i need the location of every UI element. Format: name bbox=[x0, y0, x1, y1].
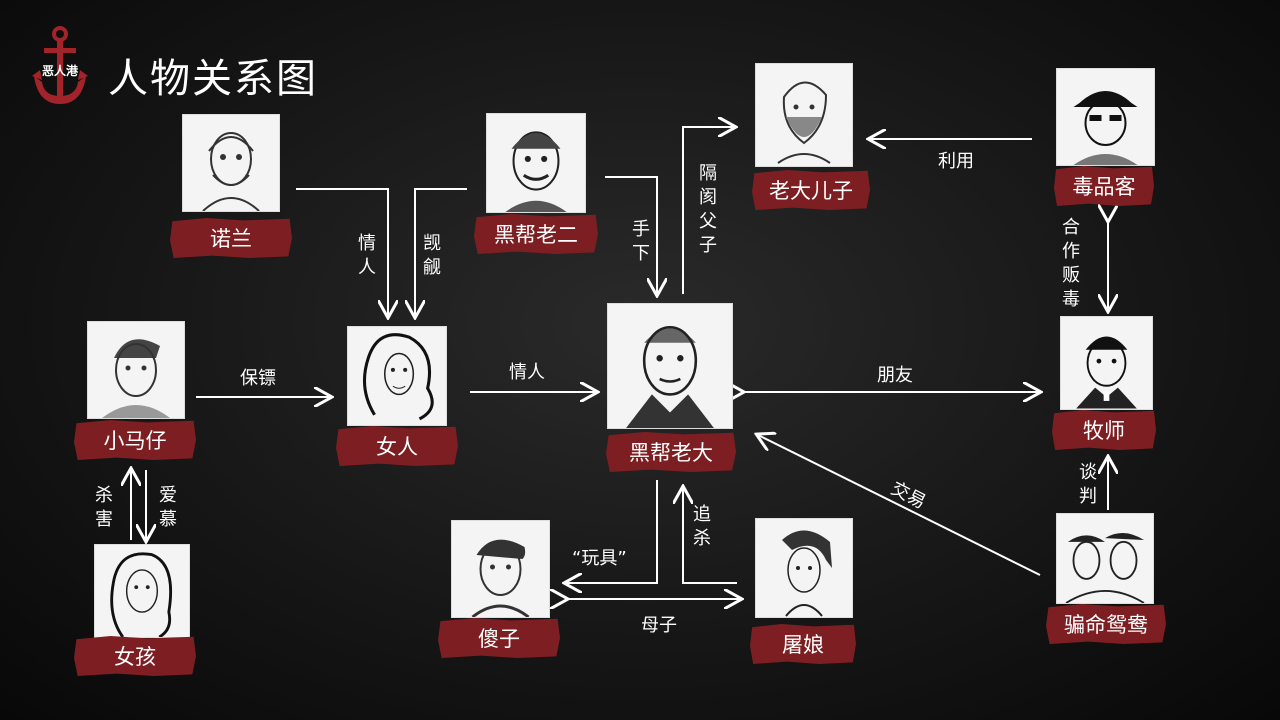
portrait-girl bbox=[94, 544, 190, 638]
label-girl: 女孩 bbox=[74, 636, 196, 676]
relation-admire: 爱慕 bbox=[159, 485, 177, 530]
relation-lover-boss: 情人 bbox=[509, 362, 545, 383]
portrait-nolan bbox=[182, 114, 280, 212]
label-eldest-son: 老大儿子 bbox=[752, 170, 870, 210]
portrait-woman bbox=[347, 326, 447, 426]
anchor-icon bbox=[32, 26, 88, 104]
label-fool: 傻子 bbox=[438, 618, 560, 658]
portrait-kid bbox=[87, 321, 185, 419]
portrait-pastor bbox=[1060, 316, 1153, 410]
relation-partner: 合作贩毒 bbox=[1062, 217, 1080, 310]
relation-negotiate: 谈判 bbox=[1079, 462, 1097, 507]
portrait-eldest-son bbox=[755, 63, 853, 167]
label-butcher-mom: 屠娘 bbox=[750, 624, 856, 664]
portrait-gang-boss bbox=[607, 303, 733, 429]
label-gang-second: 黑帮老二 bbox=[474, 214, 598, 254]
portrait-drug-dealer bbox=[1056, 68, 1155, 166]
portrait-fool bbox=[451, 520, 550, 618]
relation-covet: 觊觎 bbox=[423, 233, 441, 278]
label-kid: 小马仔 bbox=[74, 420, 196, 460]
label-drug-dealer: 毒品客 bbox=[1054, 166, 1154, 206]
relation-use: 利用 bbox=[938, 151, 974, 172]
relation-bodyguard: 保镖 bbox=[240, 368, 276, 389]
label-pastor: 牧师 bbox=[1052, 410, 1156, 450]
portrait-con-couple bbox=[1056, 513, 1154, 604]
relation-friend: 朋友 bbox=[877, 365, 913, 386]
relation-estranged: 隔阂父子 bbox=[699, 163, 717, 256]
logo-text: 恶人港 bbox=[41, 64, 78, 78]
relation-lover-nolan: 情人 bbox=[358, 233, 376, 278]
label-con-couple: 骗命鸳鸯 bbox=[1046, 604, 1166, 644]
relation-mother-son: 母子 bbox=[641, 615, 677, 636]
label-gang-boss: 黑帮老大 bbox=[606, 432, 736, 472]
portrait-gang-second bbox=[486, 113, 586, 213]
relation-chase: 追杀 bbox=[693, 504, 711, 549]
label-woman: 女人 bbox=[336, 426, 458, 466]
label-nolan: 诺兰 bbox=[170, 218, 292, 258]
relation-subordinate: 手下 bbox=[632, 219, 650, 264]
portrait-butcher-mom bbox=[755, 518, 853, 618]
page-title: 人物关系图 bbox=[108, 56, 318, 102]
relation-toy: “玩具” bbox=[572, 548, 627, 569]
relation-kill: 杀害 bbox=[95, 485, 113, 530]
